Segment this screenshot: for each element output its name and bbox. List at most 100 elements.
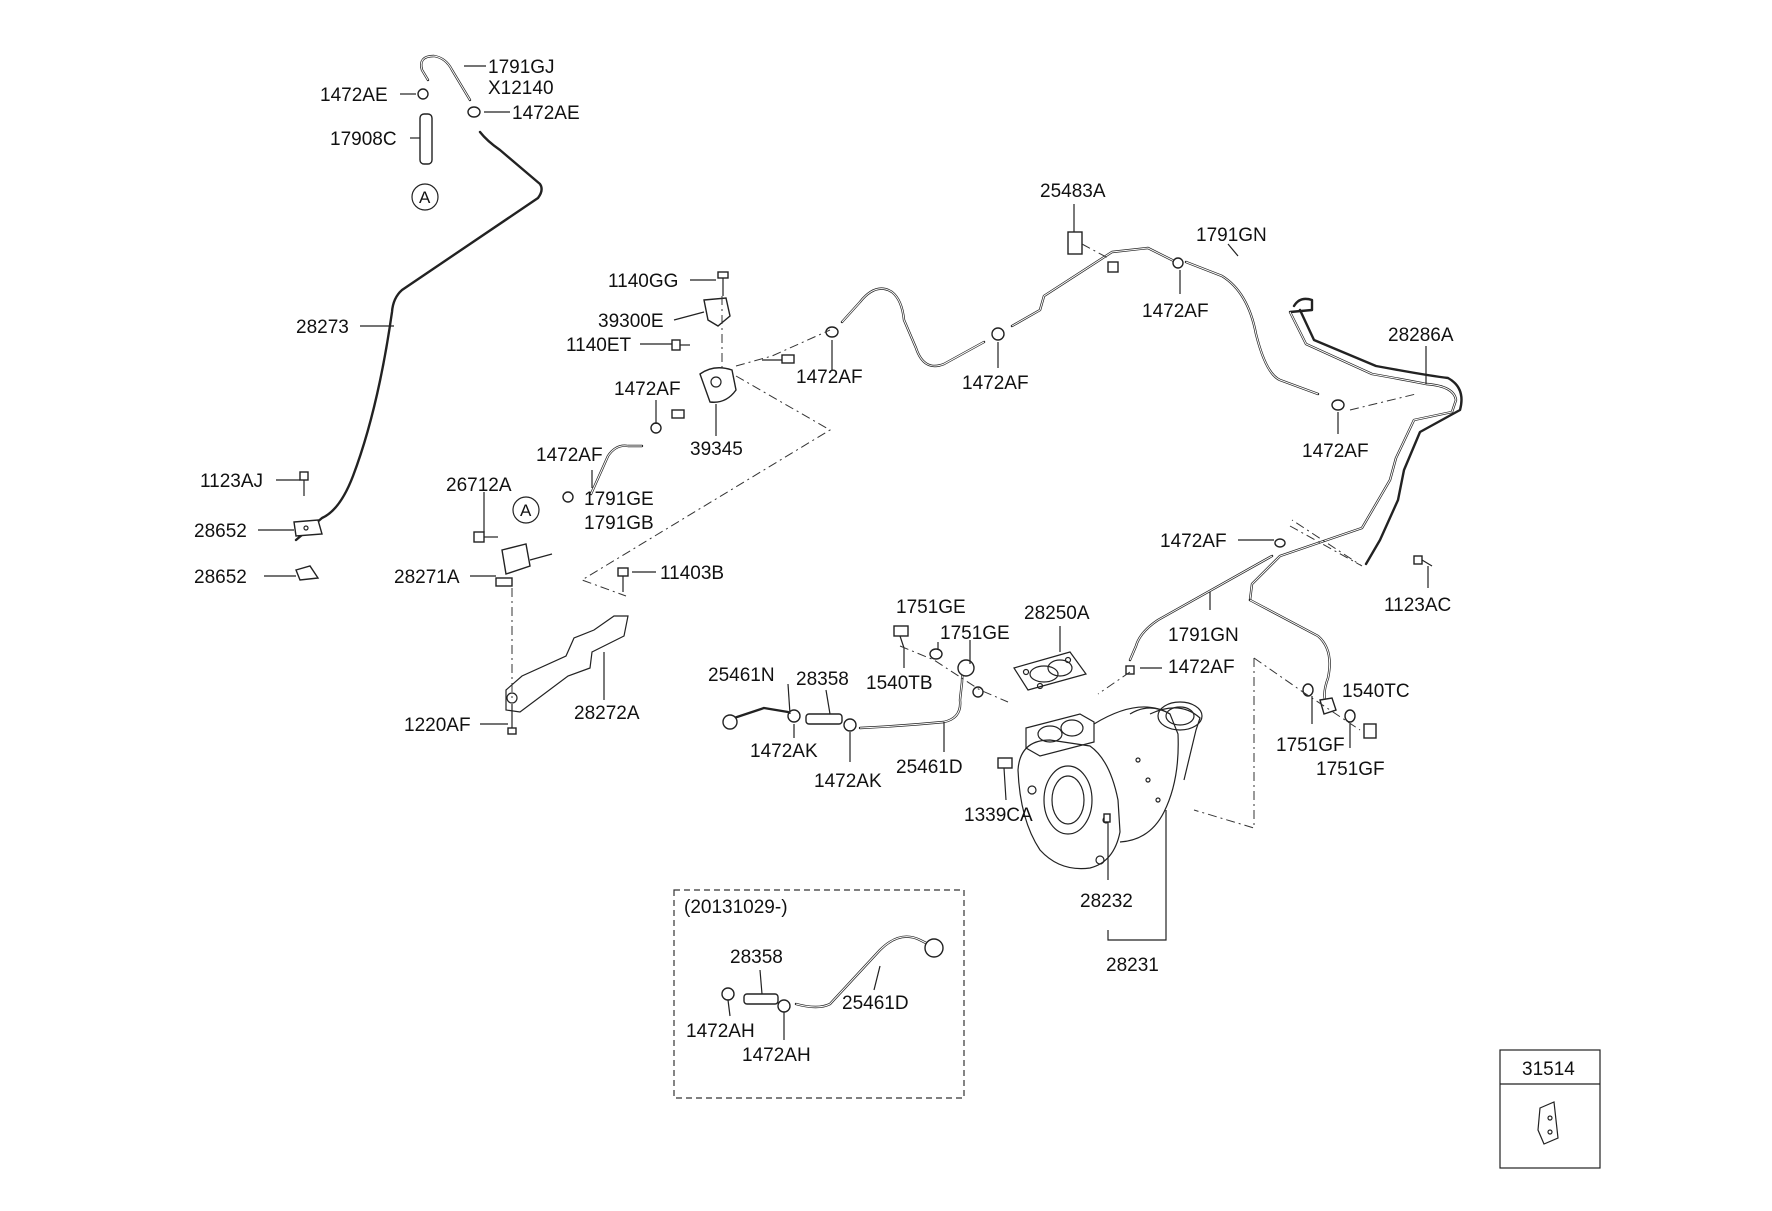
washer-1751GE-b[interactable] xyxy=(972,686,984,698)
bolt-1140ET[interactable] xyxy=(671,339,690,351)
stud-28232[interactable] xyxy=(1103,813,1111,823)
label-1540TB: 1540TB xyxy=(866,673,933,694)
clamp-1472AF-mid-left[interactable] xyxy=(825,326,839,338)
pipe-25461D[interactable] xyxy=(858,659,975,730)
part-box-31514[interactable] xyxy=(1499,1049,1601,1169)
connector-1472AF-valve[interactable] xyxy=(650,422,662,434)
nut-1339CA[interactable] xyxy=(997,757,1013,769)
label-39300E: 39300E xyxy=(598,311,664,332)
hose-1791GN-lower[interactable] xyxy=(1128,554,1274,662)
label-28272A: 28272A xyxy=(574,703,640,724)
bolt-1123AJ[interactable] xyxy=(299,471,309,496)
valve-39345[interactable] xyxy=(699,367,737,403)
label-1751GF-a: 1751GF xyxy=(1276,735,1345,756)
label-28250A: 28250A xyxy=(1024,603,1090,624)
fitting-1472AF-turbo[interactable] xyxy=(1125,665,1135,675)
clamp-1472AF-lower[interactable] xyxy=(1274,538,1286,548)
pipe-28273[interactable] xyxy=(294,130,543,542)
solenoid-28271A[interactable] xyxy=(495,543,553,587)
label-1540TC: 1540TC xyxy=(1342,681,1410,702)
clamp-1472AF-upper-right[interactable] xyxy=(1172,257,1184,269)
label-28652-upper: 28652 xyxy=(194,521,247,542)
label-1472AF-upper-right: 1472AF xyxy=(1142,301,1209,322)
label-1751GE-b: 1751GE xyxy=(940,623,1010,644)
pipe-28286A[interactable] xyxy=(1248,297,1463,710)
clamp-1472AK-a[interactable] xyxy=(787,709,801,723)
label-1472AF-hose: 1472AF xyxy=(536,445,603,466)
connector-union-mid[interactable] xyxy=(762,354,795,364)
label-1472AH-b: 1472AH xyxy=(742,1045,811,1066)
clamp-1472AF-mid-right[interactable] xyxy=(991,327,1005,341)
assembly-line-pipe xyxy=(735,329,831,367)
label-1472AK-a: 1472AK xyxy=(750,741,818,762)
clamp-1472AK-b[interactable] xyxy=(843,718,857,732)
pipe-25483A[interactable] xyxy=(1010,231,1178,328)
leader-lines xyxy=(258,65,1429,941)
reference-circle-a-upper: A xyxy=(411,183,439,211)
hose-1791GJ[interactable] xyxy=(420,54,472,102)
clamp-1472AE-lower[interactable] xyxy=(467,106,481,118)
gasket-28250A[interactable] xyxy=(1013,651,1087,691)
bracket-28272A[interactable] xyxy=(505,615,629,713)
assembly-line-turbo-left xyxy=(899,645,1009,703)
washer-1751GF-b[interactable] xyxy=(1344,709,1356,723)
label-1791GJ: 1791GJ xyxy=(488,57,555,78)
label-1140ET: 1140ET xyxy=(566,335,632,356)
label-26712A: 26712A xyxy=(446,475,512,496)
bolt-1140GG[interactable] xyxy=(717,271,729,296)
bolt-11403B[interactable] xyxy=(617,567,629,592)
label-1123AC: 1123AC xyxy=(1384,595,1451,616)
hose-center-loop[interactable] xyxy=(840,287,986,368)
bolt-1540TC[interactable] xyxy=(1363,723,1377,739)
label-39345: 39345 xyxy=(690,439,743,460)
label-28358-box: 28358 xyxy=(730,947,783,968)
bolt-1540TB[interactable] xyxy=(893,625,909,649)
bracket-28652-upper[interactable] xyxy=(293,519,323,537)
label-11403B: 11403B xyxy=(660,563,724,584)
assembly-line-25483A xyxy=(1081,243,1109,259)
clamp-1472AF-hose-ge[interactable] xyxy=(562,491,574,503)
clip-28652-lower[interactable] xyxy=(295,565,320,581)
hose-1791GE[interactable] xyxy=(589,444,644,496)
label-1791GN-upper: 1791GN xyxy=(1196,225,1267,246)
label-28358: 28358 xyxy=(796,669,849,690)
washer-1751GF-a[interactable] xyxy=(1302,683,1314,697)
label-1791GE: 1791GE xyxy=(584,489,654,510)
label-1472AF-turbo: 1472AF xyxy=(1168,657,1235,678)
part-labels: 1791GJ X12140 1472AE 1472AE 17908C 28273… xyxy=(194,57,1575,1080)
clamp-1472AF-right[interactable] xyxy=(1331,399,1345,411)
hose-25461N[interactable] xyxy=(722,706,790,730)
reference-circle-a-lower: A xyxy=(512,496,540,524)
label-1472AF-mid-left: 1472AF xyxy=(796,367,863,388)
reference-a-label: A xyxy=(520,501,532,520)
hose-1791GN-upper[interactable] xyxy=(1184,260,1320,396)
washer-1751GE-a[interactable] xyxy=(929,648,943,660)
assembly-line-lower xyxy=(1289,519,1363,567)
label-25461D-box: 25461D xyxy=(842,993,909,1014)
assembly-line-28286A xyxy=(1349,393,1417,411)
label-28231: 28231 xyxy=(1106,955,1159,976)
bolt-1220AF[interactable] xyxy=(507,704,517,735)
label-1123AJ: 1123AJ xyxy=(200,471,263,492)
label-1472AF-right: 1472AF xyxy=(1302,441,1369,462)
label-1791GN-lower: 1791GN xyxy=(1168,625,1239,646)
label-1140GG: 1140GG xyxy=(608,271,678,292)
label-X12140: X12140 xyxy=(488,78,554,99)
union-39345[interactable] xyxy=(671,409,685,419)
fitting-1540TC[interactable] xyxy=(1319,697,1337,715)
tube-17908C[interactable] xyxy=(419,113,433,165)
label-1472AE-left: 1472AE xyxy=(320,85,388,106)
label-1791GB: 1791GB xyxy=(584,513,654,534)
label-1472AF-valve: 1472AF xyxy=(614,379,681,400)
tube-28358[interactable] xyxy=(805,713,843,725)
label-1339CA: 1339CA xyxy=(964,805,1033,826)
label-28273: 28273 xyxy=(296,317,349,338)
bolt-1123AC[interactable] xyxy=(1413,555,1433,567)
turbocharger-28231[interactable] xyxy=(1017,701,1203,870)
label-1472AF-lower: 1472AF xyxy=(1160,531,1227,552)
bolt-26712A[interactable] xyxy=(473,531,498,543)
label-28286A: 28286A xyxy=(1388,325,1454,346)
clamp-1472AE-upper[interactable] xyxy=(417,88,429,100)
sensor-39300E[interactable] xyxy=(703,297,731,327)
